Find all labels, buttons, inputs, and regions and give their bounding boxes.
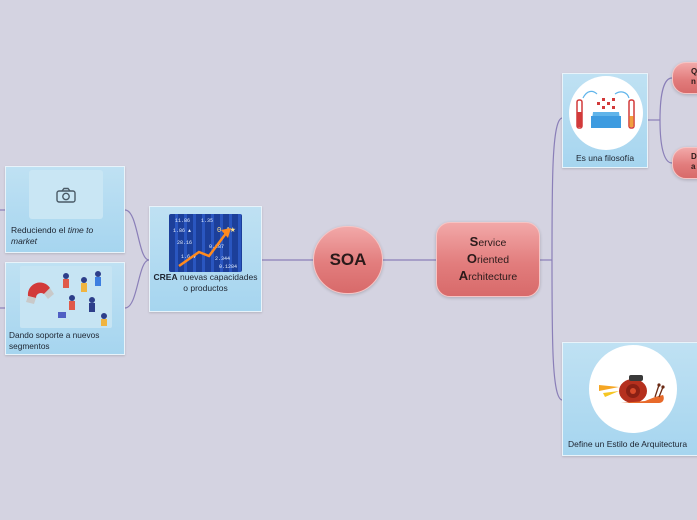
partial-node-top-line-1: Q [691, 67, 697, 76]
segments-node[interactable]: Dando soporte a nuevos segmentos [5, 262, 125, 355]
crea-node[interactable]: 11.86 1.35 1.86 ▲ 0.4★ 28.16 0.287 1.6 ▼… [149, 206, 262, 312]
philosophy-label: Es una filosofía [575, 153, 635, 163]
philosophy-node[interactable]: Es una filosofía [562, 73, 648, 168]
stock-chart-image: 11.86 1.35 1.86 ▲ 0.4★ 28.16 0.287 1.6 ▼… [169, 214, 242, 272]
lab-flask-image [569, 76, 643, 150]
partial-node-top[interactable]: Q n [672, 62, 697, 94]
architecture-style-node[interactable]: Define un Estilo de Arquitectura [562, 342, 697, 456]
definition-line-1: Service [469, 234, 507, 249]
time-to-market-node[interactable]: Reduciendo el time to market [5, 166, 125, 253]
magnet-people-image [20, 266, 112, 328]
time-to-market-label: Reduciendo el time to market [11, 225, 94, 246]
partial-node-bottom-line-1: D [691, 152, 697, 161]
architecture-style-label: Define un Estilo de Arquitectura [568, 439, 688, 449]
partial-node-bottom-line-2: a [691, 162, 696, 171]
snail-rocket-image [589, 345, 677, 433]
central-topic-soa[interactable]: SOA [313, 226, 383, 294]
camera-icon [56, 187, 76, 203]
partial-node-top-line-2: n [691, 77, 696, 86]
definition-line-2: Oriented [466, 251, 510, 266]
segments-label: Dando soporte a nuevos segmentos [9, 330, 100, 351]
crea-label: CREA nuevas capacidades o productos [153, 272, 258, 293]
central-topic-label: SOA [329, 250, 367, 269]
definition-line-3: Architecture [458, 268, 518, 283]
definition-node[interactable]: Service Oriented Architecture [436, 222, 540, 297]
partial-node-bottom[interactable]: D a [672, 147, 697, 179]
image-placeholder [29, 170, 103, 219]
